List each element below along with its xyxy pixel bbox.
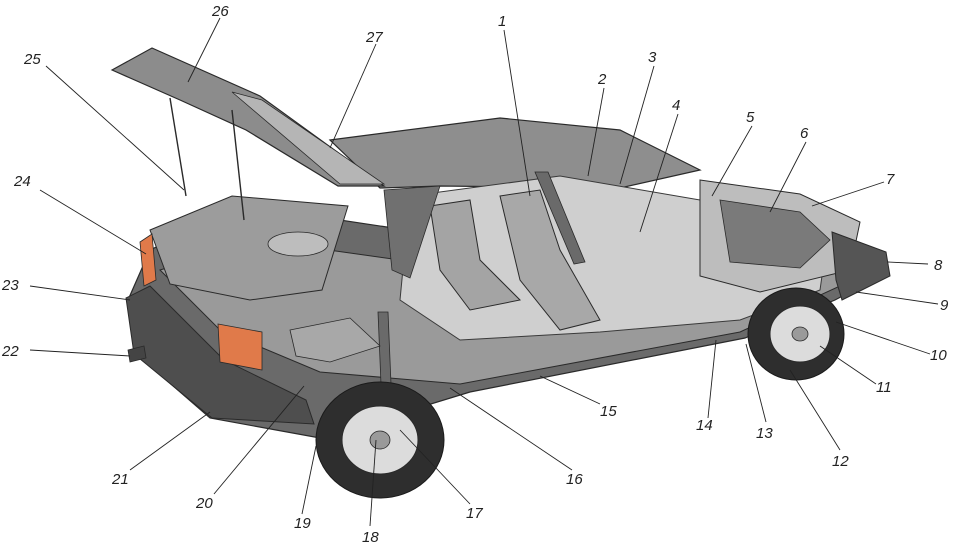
leader-20 bbox=[213, 385, 305, 495]
leader-5 bbox=[711, 125, 753, 197]
leader-13 bbox=[745, 343, 767, 423]
callout-13: 13 bbox=[756, 425, 773, 442]
leader-lines bbox=[29, 17, 939, 527]
callout-9: 9 bbox=[940, 297, 949, 314]
callout-19: 19 bbox=[294, 515, 311, 532]
leader-18 bbox=[369, 439, 377, 527]
tail-light-left bbox=[139, 233, 157, 287]
callout-10: 10 bbox=[930, 347, 947, 364]
callout-8: 8 bbox=[934, 257, 943, 274]
leader-6 bbox=[769, 141, 807, 213]
front-bumper bbox=[831, 231, 891, 301]
callout-21: 21 bbox=[111, 471, 129, 488]
front-seat bbox=[499, 189, 601, 331]
leader-7 bbox=[811, 181, 885, 207]
callout-22: 22 bbox=[1, 343, 19, 360]
callout-17: 17 bbox=[466, 505, 483, 522]
leader-4 bbox=[639, 113, 679, 233]
rear-wheel bbox=[315, 381, 445, 499]
leader-10 bbox=[835, 321, 931, 355]
leader-1 bbox=[503, 29, 531, 197]
callout-20: 20 bbox=[195, 495, 213, 512]
callout-7: 7 bbox=[886, 171, 895, 188]
leader-12 bbox=[789, 369, 841, 451]
car-roof bbox=[328, 117, 702, 189]
leader-2 bbox=[587, 87, 605, 177]
callout-3: 3 bbox=[648, 49, 657, 66]
gas-strut-left bbox=[169, 97, 187, 197]
leader-15 bbox=[539, 375, 601, 405]
spare-tire bbox=[267, 231, 329, 257]
tailgate-glass bbox=[231, 91, 386, 185]
leader-25 bbox=[45, 65, 185, 191]
c-pillar bbox=[383, 185, 441, 279]
callout-26: 26 bbox=[211, 3, 229, 20]
callout-4: 4 bbox=[672, 97, 680, 114]
leader-23 bbox=[29, 285, 131, 301]
leader-24 bbox=[39, 189, 147, 255]
leader-11 bbox=[819, 345, 877, 385]
leader-9 bbox=[855, 291, 939, 305]
leader-21 bbox=[129, 411, 211, 471]
leader-17 bbox=[399, 429, 471, 505]
cargo-area bbox=[149, 195, 349, 301]
leader-14 bbox=[707, 339, 717, 419]
exhaust-pipe bbox=[127, 345, 147, 363]
leader-16 bbox=[449, 387, 573, 471]
callout-1: 1 bbox=[498, 13, 506, 30]
leader-19 bbox=[301, 445, 317, 515]
callout-15: 15 bbox=[600, 403, 617, 420]
leader-3 bbox=[619, 65, 655, 185]
callout-11: 11 bbox=[876, 379, 892, 396]
rear-seat bbox=[429, 199, 522, 311]
leader-22 bbox=[29, 349, 131, 357]
callout-5: 5 bbox=[746, 109, 755, 126]
fuel-tank bbox=[289, 317, 381, 363]
callout-labels: 1 2 3 4 5 6 7 8 9 10 11 12 13 14 15 16 1… bbox=[1, 3, 949, 546]
callout-16: 16 bbox=[566, 471, 583, 488]
callout-18: 18 bbox=[362, 529, 379, 546]
leader-8 bbox=[887, 261, 929, 265]
b-pillar bbox=[534, 171, 586, 265]
callout-2: 2 bbox=[597, 71, 607, 88]
callout-12: 12 bbox=[832, 453, 849, 470]
tail-light-right bbox=[217, 323, 263, 371]
car-illustration bbox=[110, 47, 891, 499]
gas-strut-right bbox=[231, 109, 245, 221]
leader-26 bbox=[187, 17, 221, 83]
engine-block bbox=[719, 199, 831, 269]
callout-24: 24 bbox=[13, 173, 31, 190]
leader-27 bbox=[329, 43, 377, 149]
rear-bumper bbox=[125, 285, 315, 425]
callout-27: 27 bbox=[365, 29, 383, 46]
callout-6: 6 bbox=[800, 125, 809, 142]
front-wheel bbox=[747, 287, 845, 381]
callout-25: 25 bbox=[23, 51, 41, 68]
callout-23: 23 bbox=[1, 277, 19, 294]
callout-14: 14 bbox=[696, 417, 713, 434]
